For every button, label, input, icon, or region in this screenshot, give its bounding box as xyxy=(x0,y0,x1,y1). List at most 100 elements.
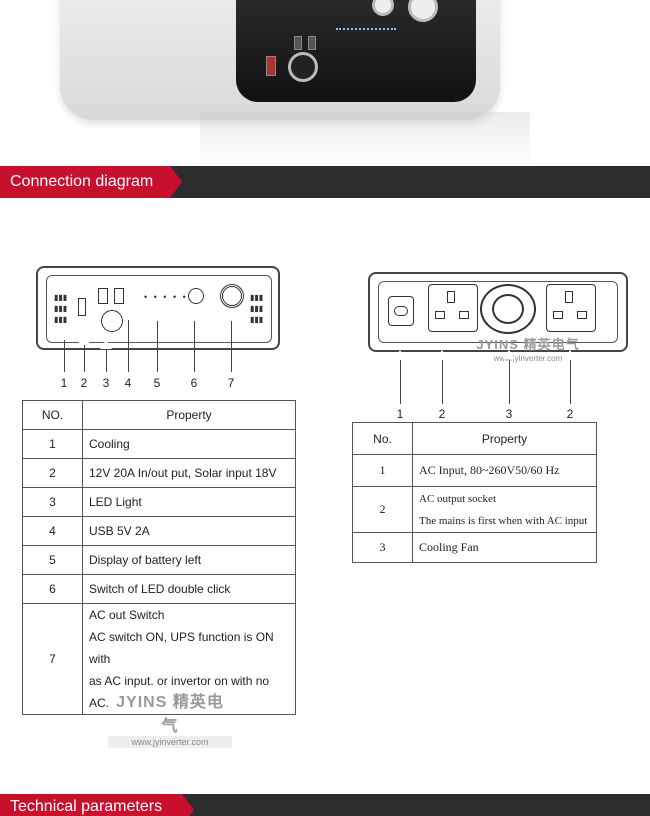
device-front-panel xyxy=(236,0,476,102)
property-line: AC out Switch xyxy=(89,608,165,622)
usb-port xyxy=(308,36,316,50)
section-title: Connection diagram xyxy=(0,166,182,198)
callout-number: 2 xyxy=(438,407,446,421)
leader-line xyxy=(509,360,510,404)
table-header-row: NO. Property xyxy=(22,400,296,430)
section-bar-technical: Technical parameters xyxy=(0,794,650,816)
ac-switch-icon xyxy=(220,284,244,308)
header-no: No. xyxy=(352,422,413,455)
row-property: Cooling xyxy=(82,429,296,459)
leader-line xyxy=(400,360,401,404)
table-row: 2 AC output socket The mains is first wh… xyxy=(352,486,597,533)
header-no: NO. xyxy=(22,400,83,430)
watermark-site: www.jyinverter.com xyxy=(108,736,232,748)
row-property: Switch of LED double click xyxy=(82,574,296,604)
table-row: 6 Switch of LED double click xyxy=(22,574,296,604)
property-line: AC output socket xyxy=(419,492,496,505)
table-row: 4 USB 5V 2A xyxy=(22,516,296,546)
pointer-4 xyxy=(121,309,135,320)
pointer-3 xyxy=(502,349,516,360)
product-photo xyxy=(0,0,650,166)
device-front-diagram: ▮▮▮▮▮▮▮▮▮ • • • • • ▮▮▮▮▮▮▮▮▮ xyxy=(36,266,280,350)
pointer-2b xyxy=(563,349,577,360)
floor-reflection xyxy=(200,112,530,166)
led-indicators xyxy=(336,28,396,31)
leader-line xyxy=(64,340,65,372)
callout-number: 5 xyxy=(153,376,161,390)
vent-icon: ▮▮▮▮▮▮▮▮▮ xyxy=(54,293,68,324)
pointer-6 xyxy=(187,310,201,321)
callout-number: 6 xyxy=(190,376,198,390)
row-property: 12V 20A In/out put, Solar input 18V xyxy=(82,458,296,488)
row-property: LED Light xyxy=(82,487,296,517)
pointer-1 xyxy=(393,349,407,360)
row-no: 2 xyxy=(352,486,413,533)
row-no: 1 xyxy=(352,454,413,487)
pointer-5 xyxy=(150,310,164,321)
usb-icon xyxy=(114,288,124,304)
table-row: 7 AC out Switch AC switch ON, UPS functi… xyxy=(22,603,296,715)
table-row: 1 Cooling xyxy=(22,429,296,459)
usb-port xyxy=(294,36,302,50)
pointer-2 xyxy=(77,334,91,345)
front-panel-outline xyxy=(46,275,272,343)
watermark-logo: JYINS 精英电气 www.jyinverter.com xyxy=(468,334,588,364)
table-header-row: No. Property xyxy=(352,422,597,455)
row-no: 6 xyxy=(22,574,83,604)
leader-line xyxy=(128,320,129,372)
row-property: Display of battery left xyxy=(82,545,296,575)
dc-switch-icon xyxy=(78,298,86,316)
leader-line xyxy=(84,345,85,372)
property-line: as AC input. or invertor on with no AC. xyxy=(89,674,270,710)
ac-input-socket-icon xyxy=(388,296,414,326)
row-no: 5 xyxy=(22,545,83,575)
watermark-logo: JYINS 精英电气 www.jyinverter.com xyxy=(108,688,232,748)
pointer-1 xyxy=(57,329,71,340)
leader-line xyxy=(106,350,107,372)
row-no: 3 xyxy=(22,487,83,517)
callout-number: 4 xyxy=(124,376,132,390)
callout-number: 1 xyxy=(396,407,404,421)
table-row: 5 Display of battery left xyxy=(22,545,296,575)
table-row: 1 AC Input, 80~260V50/60 Hz xyxy=(352,454,597,487)
leader-line xyxy=(157,321,158,372)
watermark-brand: JYINS 精英电气 xyxy=(476,337,580,352)
leader-line xyxy=(570,360,571,404)
row-property: USB 5V 2A xyxy=(82,516,296,546)
callout-number: 2 xyxy=(80,376,88,390)
section-title: Technical parameters xyxy=(0,794,194,816)
led-switch-icon xyxy=(188,288,204,304)
row-no: 3 xyxy=(352,532,413,563)
callout-number: 3 xyxy=(102,376,110,390)
dc-port-icon xyxy=(101,310,123,332)
callout-number: 7 xyxy=(227,376,235,390)
vent-icon: ▮▮▮▮▮▮▮▮▮ xyxy=(250,293,264,324)
row-no: 4 xyxy=(22,516,83,546)
ac-output-socket-icon xyxy=(546,284,596,332)
callout-number: 2 xyxy=(566,407,574,421)
row-no: 7 xyxy=(22,603,83,715)
header-property: Property xyxy=(82,400,296,430)
table-row: 2 12V 20A In/out put, Solar input 18V xyxy=(22,458,296,488)
ac-output-socket-icon xyxy=(428,284,478,332)
pointer-7 xyxy=(224,310,238,321)
header-property: Property xyxy=(412,422,597,455)
property-line: AC switch ON, UPS function is ON with xyxy=(89,630,274,666)
leader-line xyxy=(194,321,195,372)
row-property: AC output socket The mains is first when… xyxy=(412,486,597,533)
led-button xyxy=(372,0,394,16)
pointer-2 xyxy=(435,349,449,360)
usb-icon xyxy=(98,288,108,304)
power-button xyxy=(408,0,438,22)
table-row: 3 Cooling Fan xyxy=(352,532,597,563)
back-panel-outline xyxy=(378,281,618,343)
row-no: 2 xyxy=(22,458,83,488)
callout-number: 1 xyxy=(60,376,68,390)
watermark-brand: JYINS 精英电气 xyxy=(116,694,224,735)
watermark-site: www.jyinverter.com xyxy=(493,354,563,363)
row-property: AC out Switch AC switch ON, UPS function… xyxy=(82,603,296,715)
table-row: 3 LED Light xyxy=(22,487,296,517)
switch-port xyxy=(266,56,276,76)
dc-port xyxy=(288,52,318,82)
property-line: The mains is first when with AC input xyxy=(419,514,588,527)
